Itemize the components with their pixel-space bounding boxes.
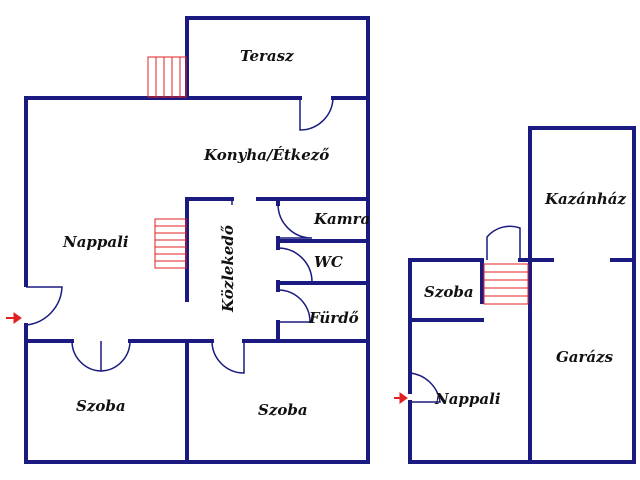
room-label-szoba-small: Szoba (424, 283, 474, 301)
interior-walls (24, 197, 370, 464)
door-swing-icon (211, 340, 245, 374)
door-swing-icon (100, 340, 131, 372)
door-swing-icon (25, 286, 63, 326)
room-label-furdo: Fürdő (308, 309, 359, 327)
main-house-walls (24, 96, 370, 464)
entrance-arrow-icon (394, 392, 408, 404)
terrace-walls (185, 16, 370, 100)
room-label-garazs: Garázs (556, 348, 614, 366)
room-label-nappali-main: Nappali (62, 233, 129, 251)
door-swing-icon (277, 289, 311, 323)
main-house-doors (25, 97, 334, 374)
door-swing-icon (409, 372, 441, 403)
door-swing-icon (299, 97, 334, 131)
door-swing-icon (277, 247, 313, 283)
room-label-szoba-mid: Szoba (258, 401, 308, 419)
door-swing-icon (277, 203, 313, 239)
door-swing-icon (71, 340, 102, 372)
room-label-terasz: Terasz (240, 47, 294, 65)
secondary-doors (409, 225, 521, 403)
room-label-kozlekedo: Közlekedő (219, 225, 237, 313)
stairs-icon (483, 263, 529, 305)
secondary-building-walls (408, 126, 636, 464)
entrance-arrow-icon (6, 312, 22, 324)
room-label-szoba-left: Szoba (76, 397, 126, 415)
door-swing-icon (486, 225, 521, 260)
room-label-nappali-small: Nappali (434, 390, 501, 408)
room-label-kamra: Kamra (313, 210, 370, 228)
room-label-wc: WC (314, 253, 343, 271)
room-label-konyha: Konyha/Étkező (203, 146, 329, 164)
stairs-icon (147, 56, 187, 269)
room-label-kazanhaz: Kazánház (544, 190, 627, 208)
